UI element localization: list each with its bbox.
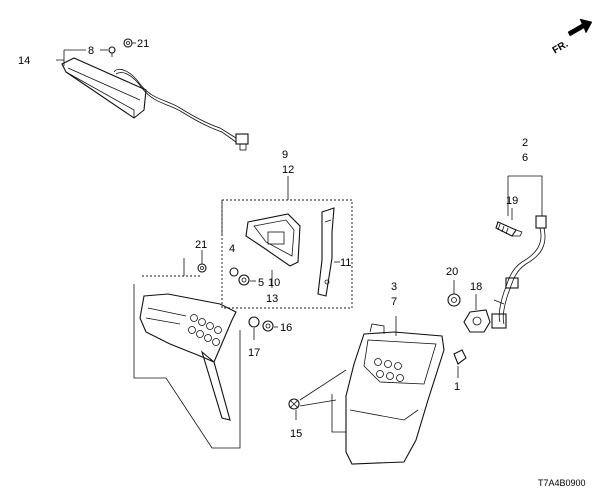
front-marker-label: FR. <box>551 39 571 57</box>
tail-light-inner <box>345 323 445 465</box>
label-21-left: 21 <box>195 239 207 251</box>
label-18: 18 <box>470 281 482 293</box>
label-5: 5 <box>258 277 264 289</box>
clip-17-icon <box>248 316 260 328</box>
label-9: 9 <box>282 149 288 161</box>
label-13: 13 <box>266 293 278 305</box>
bracket-11 <box>317 207 335 297</box>
label-16: 16 <box>280 322 292 334</box>
grommet-5-icon <box>238 274 250 286</box>
label-20: 20 <box>446 266 458 278</box>
label-3: 3 <box>391 281 397 293</box>
gasket-group-box <box>221 176 353 309</box>
nut-21-top-icon <box>123 38 133 48</box>
tail-light-outer <box>133 258 241 449</box>
label-21-top: 21 <box>137 38 149 50</box>
label-8: 8 <box>88 45 94 57</box>
screw-15-icon <box>288 398 300 410</box>
label-4: 4 <box>229 243 235 255</box>
label-10: 10 <box>268 277 280 289</box>
label-12: 12 <box>282 164 294 176</box>
nut-4-icon <box>229 267 239 277</box>
gasket-10 <box>245 213 301 267</box>
label-14: 14 <box>18 55 30 67</box>
label-11: 11 <box>340 257 351 269</box>
nut-21-left-icon <box>197 263 207 273</box>
grommet-16-icon <box>262 320 274 332</box>
bulb-19-icon <box>495 221 523 237</box>
nut-20-icon <box>447 293 461 307</box>
label-7: 7 <box>391 296 397 308</box>
diagram-code: T7A4B0900 <box>538 478 586 488</box>
label-17: 17 <box>248 347 260 359</box>
label-2: 2 <box>522 137 528 149</box>
front-direction-arrow-icon: FR. <box>551 18 593 57</box>
label-19: 19 <box>506 195 518 207</box>
bulb-1-icon <box>453 349 467 365</box>
screw-8-icon <box>108 46 116 57</box>
label-15: 15 <box>290 428 302 440</box>
label-1: 1 <box>454 381 460 393</box>
socket-18-icon <box>463 309 491 333</box>
label-6: 6 <box>522 152 528 164</box>
high-mount-stop-light <box>61 57 249 151</box>
socket-harness <box>491 175 547 329</box>
